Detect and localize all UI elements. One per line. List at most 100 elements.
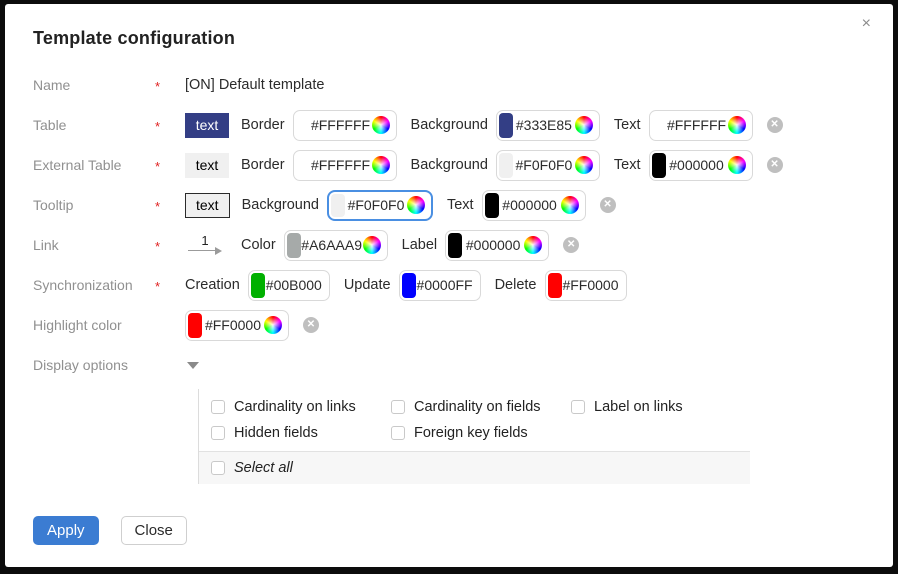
update-color-field[interactable] — [398, 269, 481, 301]
display-options-label: Display options — [33, 357, 128, 373]
link-preview: 1 — [185, 233, 225, 255]
link-clear-icon[interactable]: ✕ — [563, 237, 580, 253]
external-table-label: External Table — [33, 157, 122, 173]
table-border-input[interactable] — [309, 117, 372, 133]
external-text-input[interactable] — [665, 157, 728, 173]
creation-label: Creation — [185, 277, 240, 293]
table-clear-icon[interactable]: ✕ — [766, 117, 783, 133]
tooltip-background-label: Background — [241, 197, 319, 213]
external-border-field[interactable] — [292, 149, 397, 181]
tooltip-background-input[interactable] — [344, 197, 407, 213]
color-swatch — [250, 272, 265, 298]
chevron-down-icon[interactable] — [187, 361, 199, 369]
external-border-input[interactable] — [309, 157, 372, 173]
color-swatch — [286, 232, 301, 258]
delete-label: Delete — [494, 277, 537, 293]
required-mark: * — [155, 199, 161, 214]
checkbox-label: Cardinality on fields — [414, 399, 541, 415]
link-cardinality-number: 1 — [201, 233, 209, 248]
table-background-input[interactable] — [512, 117, 575, 133]
required-mark: * — [155, 119, 161, 134]
color-swatch — [651, 152, 666, 178]
color-wheel-icon[interactable] — [560, 196, 579, 214]
color-wheel-icon[interactable] — [371, 116, 390, 134]
delete-color-field[interactable] — [544, 269, 627, 301]
tooltip-text-input[interactable] — [498, 197, 561, 213]
external-text-field[interactable] — [648, 149, 753, 181]
checkbox-label: Hidden fields — [234, 425, 318, 441]
checkbox-grid: Cardinality on links Cardinality on fiel… — [199, 389, 750, 451]
checkbox-label-on-links[interactable]: Label on links — [571, 399, 750, 415]
checkbox-label: Label on links — [594, 399, 683, 415]
creation-color-field[interactable] — [247, 269, 330, 301]
tooltip-text-label: Text — [446, 197, 474, 213]
checkbox-icon[interactable] — [211, 461, 225, 475]
select-all-bar: Select all — [199, 451, 750, 484]
color-wheel-icon[interactable] — [574, 156, 593, 174]
link-label-color-input[interactable] — [462, 237, 525, 253]
table-label: Table — [33, 117, 67, 133]
link-color-input[interactable] — [300, 237, 363, 253]
color-wheel-icon[interactable] — [362, 236, 381, 254]
name-row: Name * [ON] Default template — [33, 65, 865, 105]
tooltip-clear-icon[interactable]: ✕ — [599, 197, 616, 213]
checkbox-foreign-key-fields[interactable]: Foreign key fields — [391, 425, 571, 441]
tooltip-background-field[interactable] — [326, 189, 433, 221]
link-color-field[interactable] — [283, 229, 388, 261]
delete-color-input[interactable] — [561, 277, 620, 293]
tooltip-text-field[interactable] — [481, 189, 586, 221]
apply-button[interactable]: Apply — [33, 516, 99, 545]
external-table-clear-icon[interactable]: ✕ — [766, 157, 783, 173]
table-preview-chip: text — [185, 112, 229, 138]
color-swatch — [330, 193, 345, 217]
table-text-field[interactable] — [648, 109, 753, 141]
close-button[interactable]: Close — [120, 516, 187, 545]
name-value: [ON] Default template — [185, 77, 325, 93]
template-configuration-dialog: × Template configuration Name * [ON] Def… — [5, 4, 893, 567]
name-label: Name — [33, 77, 71, 93]
checkbox-icon[interactable] — [571, 400, 585, 414]
highlight-clear-icon[interactable]: ✕ — [303, 317, 319, 333]
link-color-label: Color — [241, 237, 276, 253]
external-text-label: Text — [613, 157, 641, 173]
checkbox-icon[interactable] — [211, 400, 225, 414]
highlight-color-field[interactable] — [185, 309, 289, 341]
checkbox-hidden-fields[interactable]: Hidden fields — [211, 425, 391, 441]
checkbox-icon[interactable] — [211, 426, 225, 440]
close-icon[interactable]: × — [861, 15, 871, 32]
color-wheel-icon[interactable] — [727, 116, 746, 134]
display-options-panel: Cardinality on links Cardinality on fiel… — [198, 389, 750, 484]
update-label: Update — [343, 277, 391, 293]
creation-color-input[interactable] — [264, 277, 323, 293]
color-wheel-icon[interactable] — [524, 236, 543, 254]
color-swatch — [448, 232, 463, 258]
color-wheel-icon[interactable] — [727, 156, 746, 174]
external-background-field[interactable] — [495, 149, 600, 181]
external-background-input[interactable] — [512, 157, 575, 173]
link-arrow-icon — [188, 247, 222, 255]
table-background-field[interactable] — [495, 109, 600, 141]
color-swatch — [484, 192, 499, 218]
tooltip-label: Tooltip — [33, 197, 74, 213]
highlight-color-input[interactable] — [202, 317, 264, 333]
color-wheel-icon[interactable] — [406, 196, 425, 214]
checkbox-cardinality-on-fields[interactable]: Cardinality on fields — [391, 399, 571, 415]
update-color-input[interactable] — [415, 277, 474, 293]
color-wheel-icon[interactable] — [264, 316, 282, 334]
table-border-label: Border — [241, 117, 285, 133]
required-mark: * — [155, 79, 161, 94]
color-wheel-icon[interactable] — [371, 156, 390, 174]
external-table-row: External Table * text Border Background … — [33, 145, 865, 185]
link-label-color-field[interactable] — [445, 229, 550, 261]
tooltip-row: Tooltip * text Background Text ✕ — [33, 185, 865, 225]
required-mark: * — [155, 279, 161, 294]
color-swatch — [295, 112, 310, 138]
table-text-input[interactable] — [665, 117, 728, 133]
table-border-field[interactable] — [292, 109, 397, 141]
checkbox-icon[interactable] — [391, 426, 405, 440]
checkbox-icon[interactable] — [391, 400, 405, 414]
checkbox-cardinality-on-links[interactable]: Cardinality on links — [211, 399, 391, 415]
checkbox-select-all[interactable]: Select all — [211, 460, 293, 476]
table-row: Table * text Border Background Text ✕ — [33, 105, 865, 145]
color-wheel-icon[interactable] — [574, 116, 593, 134]
